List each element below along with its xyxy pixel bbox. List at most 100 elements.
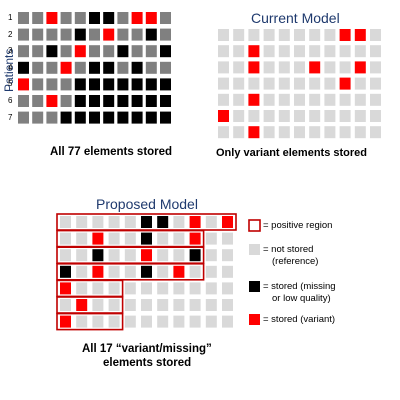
- current-model-variant-cell: [354, 61, 366, 74]
- proposed-model-not-stored-cell: [157, 265, 169, 278]
- current-model-not-stored-cell: [278, 93, 290, 106]
- all-elements-reference-cell: [32, 111, 44, 124]
- proposed-model-not-stored-cell: [222, 265, 233, 278]
- proposed-model-not-stored-cell: [60, 249, 71, 262]
- current-model-not-stored-cell: [370, 29, 381, 41]
- proposed-model-not-stored-cell: [124, 282, 136, 295]
- current-model-not-stored-cell: [339, 45, 351, 58]
- current-model-variant-cell: [354, 29, 366, 41]
- current-model-variant-cell: [248, 93, 260, 106]
- proposed-model-variant-cell: [92, 265, 104, 278]
- legend-missing-swatch: [249, 281, 260, 292]
- current-model-not-stored-cell: [354, 93, 366, 106]
- all-elements-missing-cell: [103, 61, 115, 74]
- current-model-not-stored-cell: [324, 45, 336, 58]
- all-elements-reference-cell: [145, 61, 157, 74]
- proposed-model-not-stored-cell: [157, 282, 169, 295]
- proposed-model-not-stored-cell: [222, 249, 233, 262]
- all-elements-variant-cell: [74, 45, 86, 58]
- patient-row-label: 4: [8, 62, 13, 72]
- legend-not_stored-swatch: [249, 244, 260, 255]
- patient-row-label: 1: [8, 13, 13, 22]
- proposed-model-not-stored-cell: [222, 282, 233, 295]
- all-elements-reference-cell: [160, 61, 171, 74]
- current-model-not-stored-cell: [324, 61, 336, 74]
- all-elements-missing-cell: [145, 111, 157, 124]
- positive-region-outline: [56, 262, 205, 281]
- proposed-model-not-stored-cell: [189, 265, 201, 278]
- proposed-model-variant-cell: [189, 232, 201, 245]
- proposed-model-not-stored-cell: [205, 315, 217, 328]
- proposed-model-not-stored-cell: [173, 249, 185, 262]
- current-model-not-stored-cell: [339, 110, 351, 122]
- proposed-model-not-stored-cell: [76, 232, 88, 245]
- patient-row-label: 3: [8, 46, 13, 56]
- all-elements-reference-cell: [18, 12, 29, 24]
- current-model-variant-cell: [248, 45, 260, 58]
- all-elements-variant-cell: [60, 61, 72, 74]
- current-model-not-stored-cell: [233, 29, 245, 41]
- current-model-not-stored-cell: [324, 93, 336, 106]
- proposed-model-not-stored-cell: [124, 265, 136, 278]
- all-elements-missing-cell: [89, 78, 100, 91]
- current-model-variant-cell: [218, 110, 229, 122]
- current-model-not-stored-cell: [218, 126, 229, 139]
- proposed-model-not-stored-cell: [173, 299, 185, 311]
- all-elements-reference-cell: [60, 95, 72, 107]
- proposed-model-not-stored-cell: [173, 232, 185, 245]
- proposed-model-not-stored-cell: [189, 282, 201, 295]
- all-elements-reference-cell: [18, 28, 29, 41]
- proposed-model-not-stored-cell: [205, 249, 217, 262]
- all-elements-reference-cell: [18, 111, 29, 124]
- current-model-caption: Only variant elements stored: [216, 147, 367, 159]
- all-elements-variant-cell: [145, 12, 157, 24]
- current-model-not-stored-cell: [354, 110, 366, 122]
- proposed-model-variant-cell: [60, 315, 71, 328]
- all-elements-missing-cell: [74, 78, 86, 91]
- all-elements-reference-cell: [46, 111, 58, 124]
- current-model-not-stored-cell: [339, 61, 351, 74]
- all-elements-reference-cell: [131, 28, 143, 41]
- proposed-model-title: Proposed Model: [96, 196, 198, 212]
- all-elements-reference-cell: [117, 61, 129, 74]
- proposed-model-not-stored-cell: [157, 315, 169, 328]
- proposed-model-not-stored-cell: [157, 232, 169, 245]
- current-model-not-stored-cell: [370, 61, 381, 74]
- all-elements-missing-cell: [60, 111, 72, 124]
- all-elements-missing-cell: [145, 95, 157, 107]
- current-model-not-stored-cell: [294, 93, 305, 106]
- current-model-not-stored-cell: [309, 77, 321, 90]
- proposed-model-not-stored-cell: [124, 216, 136, 228]
- proposed-model-not-stored-cell: [189, 299, 201, 311]
- proposed-model-not-stored-cell: [141, 299, 152, 311]
- current-model-not-stored-cell: [309, 45, 321, 58]
- proposed-model-not-stored-cell: [173, 216, 185, 228]
- current-model-not-stored-cell: [324, 126, 336, 139]
- all-elements-missing-cell: [131, 95, 143, 107]
- proposed-model-missing-cell: [141, 265, 152, 278]
- current-model-not-stored-cell: [233, 93, 245, 106]
- all-elements-missing-cell: [145, 78, 157, 91]
- proposed-model-not-stored-cell: [76, 265, 88, 278]
- all-elements-reference-cell: [46, 28, 58, 41]
- proposed-model-not-stored-cell: [205, 216, 217, 228]
- proposed-model-variant-cell: [141, 249, 152, 262]
- current-model-not-stored-cell: [263, 126, 275, 139]
- all-elements-reference-cell: [60, 28, 72, 41]
- all-elements-missing-cell: [74, 28, 86, 41]
- proposed-model-not-stored-cell: [124, 299, 136, 311]
- all-elements-missing-cell: [131, 111, 143, 124]
- current-model-not-stored-cell: [370, 126, 381, 139]
- current-model-not-stored-cell: [278, 45, 290, 58]
- current-model-variant-cell: [248, 126, 260, 139]
- all-elements-reference-cell: [18, 95, 29, 107]
- proposed-model-variant-cell: [60, 282, 71, 295]
- current-model-not-stored-cell: [309, 29, 321, 41]
- proposed-model-not-stored-cell: [205, 265, 217, 278]
- current-model-not-stored-cell: [263, 29, 275, 41]
- current-model-not-stored-cell: [370, 45, 381, 58]
- current-model-not-stored-cell: [218, 93, 229, 106]
- proposed-model-not-stored-cell: [108, 232, 120, 245]
- proposed-model-not-stored-cell: [157, 299, 169, 311]
